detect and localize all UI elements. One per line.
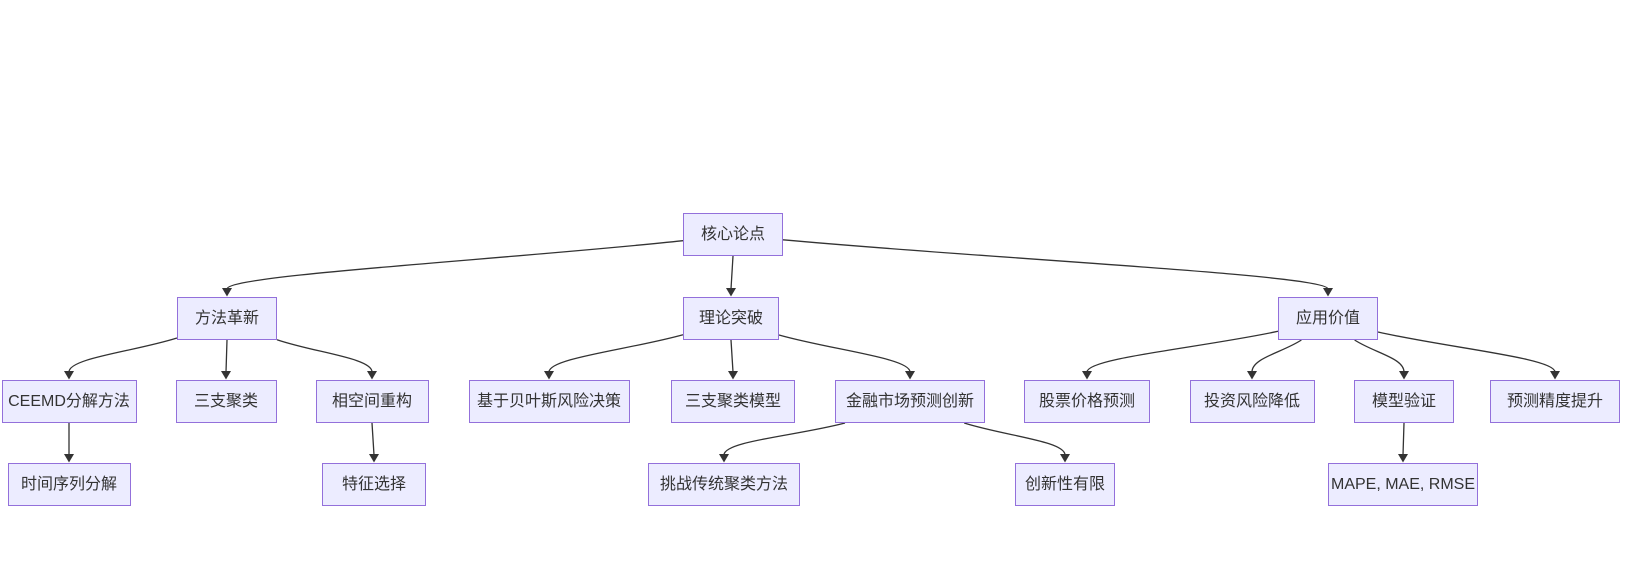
arrowhead-icon — [544, 371, 554, 380]
arrowhead-icon — [1082, 371, 1092, 380]
node-t3: 金融市场预测创新 — [835, 380, 985, 423]
arrowhead-icon — [1550, 371, 1560, 380]
edge-root-a — [782, 239, 1333, 297]
node-a4: 预测精度提升 — [1490, 380, 1620, 423]
edge-m-m2 — [221, 339, 231, 380]
node-t3b: 创新性有限 — [1015, 463, 1115, 506]
edge-a-a1 — [1082, 330, 1279, 380]
arrowhead-icon — [1060, 454, 1070, 463]
edge-a-a2 — [1247, 339, 1302, 380]
node-a: 应用价值 — [1278, 297, 1378, 340]
edge-root-m — [222, 240, 684, 297]
arrowhead-icon — [728, 371, 738, 380]
node-t: 理论突破 — [683, 297, 779, 340]
arrowhead-icon — [369, 454, 379, 463]
node-m: 方法革新 — [177, 297, 277, 340]
arrowhead-icon — [222, 288, 232, 297]
edge-m-m3 — [276, 339, 377, 380]
node-t2: 三支聚类模型 — [671, 380, 795, 423]
edge-a-a4 — [1377, 331, 1560, 380]
arrowhead-icon — [367, 371, 377, 380]
node-m3a: 特征选择 — [322, 463, 426, 506]
node-a3: 模型验证 — [1354, 380, 1454, 423]
arrowhead-icon — [1247, 371, 1257, 380]
node-a1: 股票价格预测 — [1024, 380, 1150, 423]
edge-m-m1 — [64, 337, 178, 380]
arrowhead-icon — [64, 454, 74, 463]
arrowhead-icon — [905, 371, 915, 380]
edge-m1-m1a — [64, 423, 74, 463]
node-m1: CEEMD分解方法 — [1, 380, 137, 423]
node-a2: 投资风险降低 — [1189, 380, 1315, 423]
arrowhead-icon — [719, 454, 729, 463]
edge-a3-a3a — [1398, 422, 1408, 463]
node-a3a: MAPE, MAE, RMSE — [1328, 463, 1478, 506]
arrowhead-icon — [221, 371, 231, 380]
arrowhead-icon — [64, 371, 74, 380]
node-m1a: 时间序列分解 — [7, 463, 131, 506]
edge-t-t1 — [544, 334, 684, 380]
edge-root-t — [726, 255, 736, 297]
edge-a-a3 — [1354, 339, 1409, 380]
arrowhead-icon — [1399, 371, 1409, 380]
node-t1: 基于贝叶斯风险决策 — [468, 380, 630, 423]
arrowhead-icon — [1398, 454, 1408, 463]
edge-t-t2 — [728, 339, 738, 380]
edge-t3-t3a — [719, 422, 846, 463]
node-root: 核心论点 — [683, 213, 783, 256]
edge-t-t3 — [778, 334, 915, 380]
arrowhead-icon — [726, 288, 736, 297]
edge-m3-m3a — [369, 422, 379, 463]
edge-t3-t3b — [964, 422, 1070, 463]
node-t3a: 挑战传统聚类方法 — [648, 463, 800, 506]
node-m2: 三支聚类 — [175, 380, 277, 423]
node-m3: 相空间重构 — [315, 380, 429, 423]
arrowhead-icon — [1323, 288, 1333, 297]
